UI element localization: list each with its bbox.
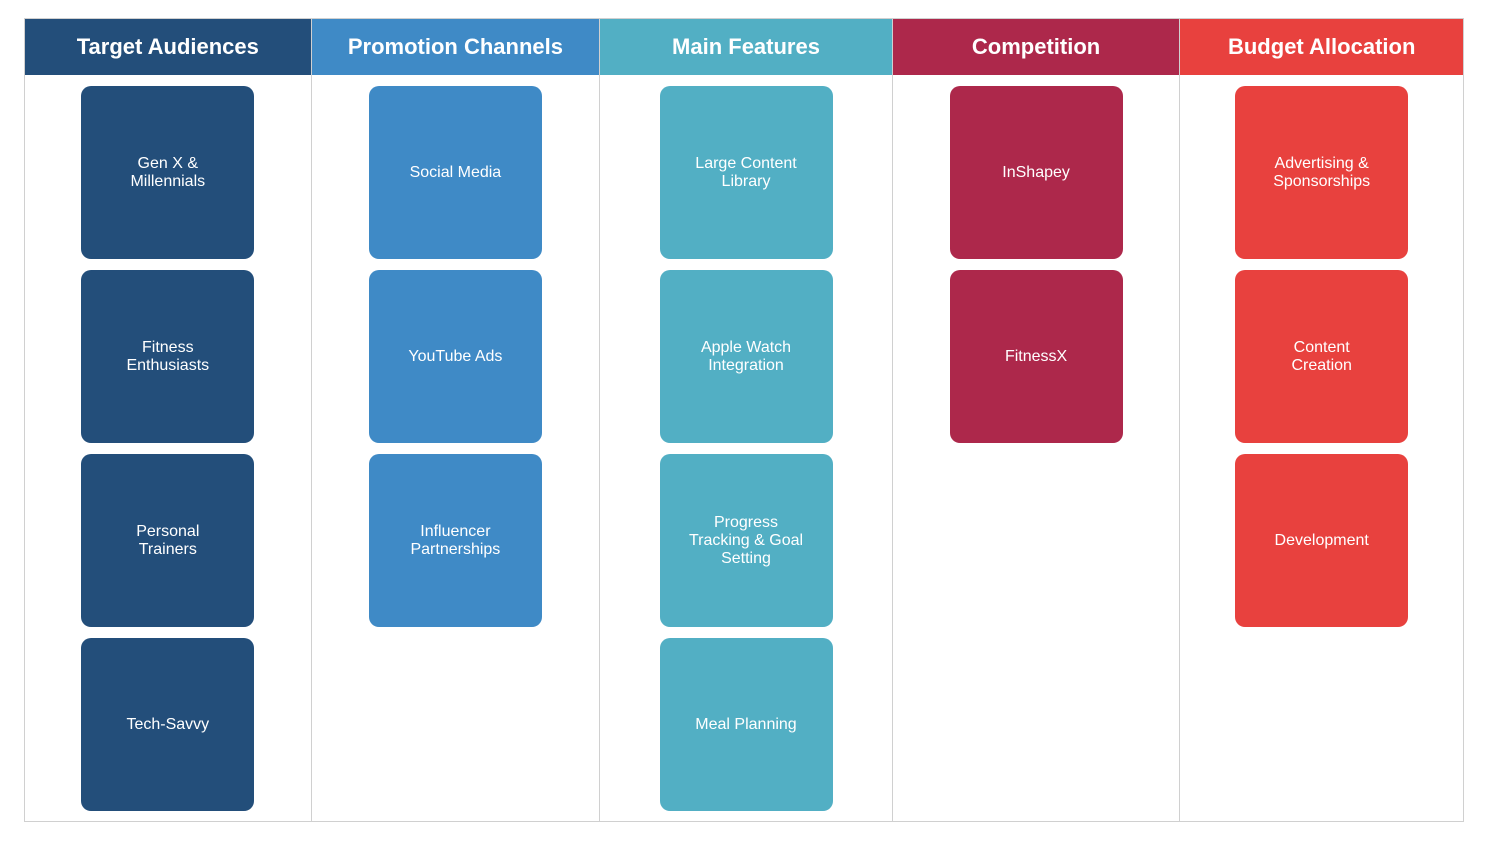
card[interactable]: Large Content Library	[659, 86, 833, 259]
column-header: Budget Allocation	[1180, 19, 1463, 75]
card[interactable]: InShapey	[949, 86, 1123, 259]
card[interactable]: Tech-Savvy	[81, 638, 255, 811]
card[interactable]: Gen X & Millennials	[81, 86, 255, 259]
column-promotion-channels: Promotion Channels Social Media YouTube …	[311, 19, 601, 821]
card[interactable]: Content Creation	[1235, 270, 1409, 443]
column-competition: Competition InShapey FitnessX	[892, 19, 1181, 821]
card[interactable]: Fitness Enthusiasts	[81, 270, 255, 443]
card[interactable]: Development	[1235, 454, 1409, 627]
card[interactable]: Apple Watch Integration	[659, 270, 833, 443]
card-list: Large Content Library Apple Watch Integr…	[659, 75, 833, 811]
board: Target Audiences Gen X & Millennials Fit…	[24, 18, 1464, 822]
column-header: Target Audiences	[25, 19, 311, 75]
card[interactable]: Meal Planning	[659, 638, 833, 811]
card[interactable]: Progress Tracking & Goal Setting	[659, 454, 833, 627]
card-list: Gen X & Millennials Fitness Enthusiasts …	[81, 75, 255, 811]
card-list: Social Media YouTube Ads Influencer Part…	[368, 75, 542, 627]
column-target-audiences: Target Audiences Gen X & Millennials Fit…	[25, 19, 312, 821]
column-main-features: Main Features Large Content Library Appl…	[600, 19, 893, 821]
card[interactable]: Advertising & Sponsorships	[1235, 86, 1409, 259]
card-list: InShapey FitnessX	[949, 75, 1123, 443]
column-header: Main Features	[600, 19, 892, 75]
card[interactable]: YouTube Ads	[368, 270, 542, 443]
column-header: Competition	[892, 19, 1180, 75]
column-header: Promotion Channels	[311, 19, 600, 75]
card[interactable]: Social Media	[368, 86, 542, 259]
column-budget-allocation: Budget Allocation Advertising & Sponsors…	[1180, 19, 1463, 821]
card-list: Advertising & Sponsorships Content Creat…	[1235, 75, 1409, 627]
card[interactable]: FitnessX	[949, 270, 1123, 443]
card[interactable]: Personal Trainers	[81, 454, 255, 627]
card[interactable]: Influencer Partnerships	[368, 454, 542, 627]
